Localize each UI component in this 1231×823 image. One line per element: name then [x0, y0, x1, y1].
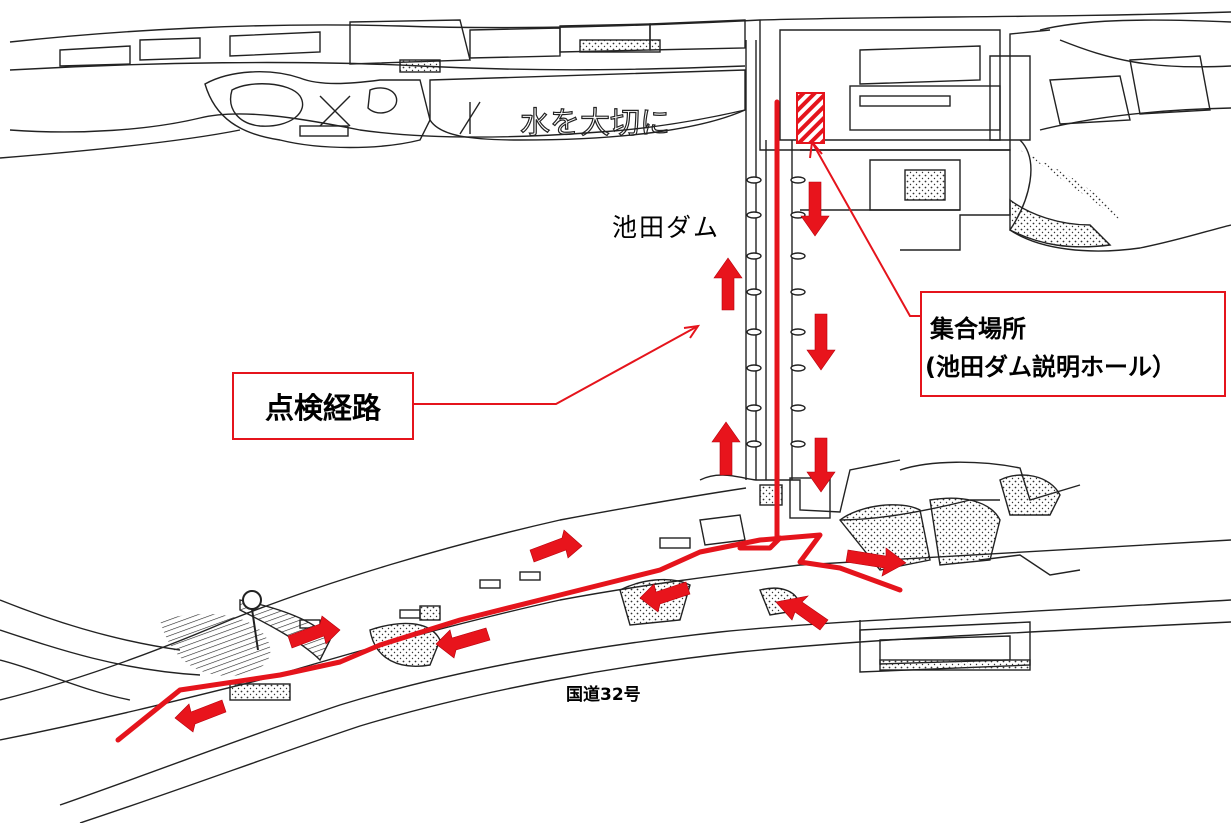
- direction-arrow-icon: [174, 699, 227, 733]
- direction-arrow-icon: [800, 181, 830, 237]
- direction-arrow-icon: [529, 529, 583, 563]
- south-bank: [0, 461, 1231, 823]
- signal-pole-icon: [242, 590, 262, 651]
- direction-arrow-icon: [845, 547, 907, 577]
- direction-arrow-icon: [711, 421, 741, 476]
- direction-arrow-icon: [287, 615, 341, 649]
- hatched-building-icon: [796, 92, 825, 144]
- north-bank: [0, 11, 1231, 252]
- dam-gates: [746, 176, 806, 448]
- route-callout: 点検経路: [232, 372, 414, 440]
- direction-arrow-icon: [775, 595, 829, 631]
- banner-text: 水を大切に: [520, 106, 670, 141]
- dam-name-label: 池田ダム: [612, 213, 721, 242]
- direction-arrow-icon: [806, 313, 836, 371]
- meeting-place-callout: 集合場所 (池田ダム説明ホール）: [920, 291, 1226, 397]
- route-callout-label: 点検経路: [264, 391, 381, 425]
- inspection-route: [115, 99, 903, 743]
- meeting-place-subtitle: (池田ダム説明ホール）: [925, 353, 1176, 381]
- direction-arrow-icon: [639, 581, 691, 613]
- direction-arrow-icon: [435, 627, 491, 659]
- road-name-label: 国道32号: [566, 685, 641, 705]
- direction-arrow-icon: [713, 257, 743, 311]
- callout-leaders: [414, 139, 920, 405]
- direction-arrow-icon: [806, 437, 836, 493]
- direction-arrows: [174, 181, 907, 733]
- meeting-place-title: 集合場所: [930, 315, 1026, 343]
